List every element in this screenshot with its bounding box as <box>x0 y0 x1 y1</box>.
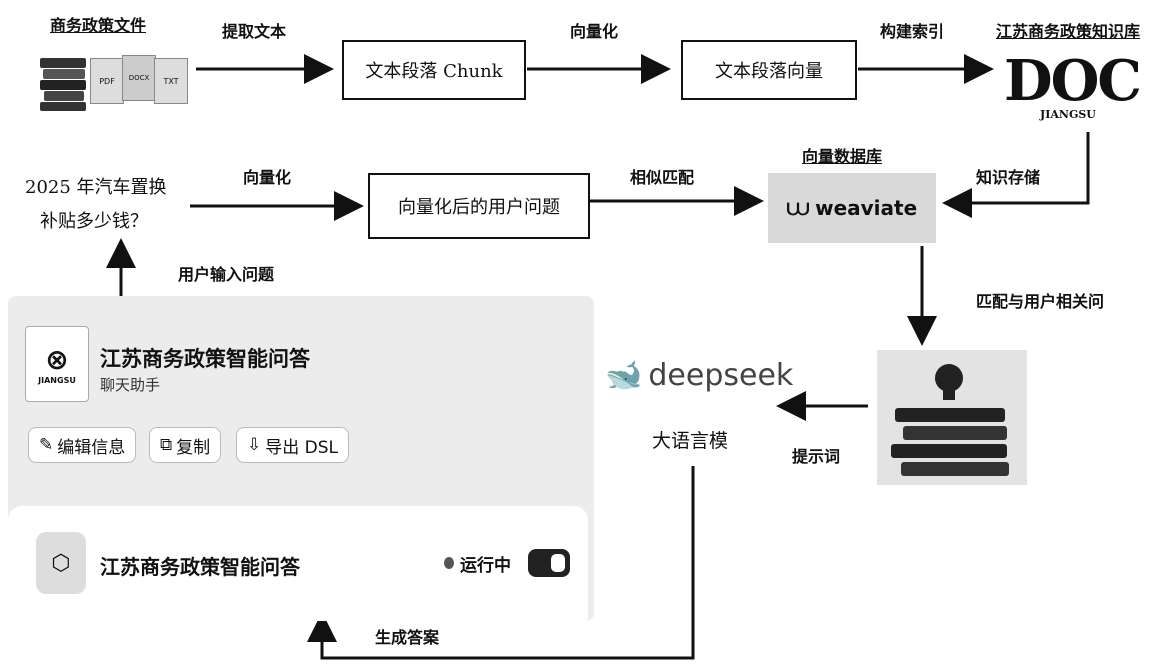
arrow-answer <box>307 466 695 660</box>
cube-icon: ⬡ <box>36 532 86 594</box>
llm-label: 大语言模 <box>652 430 729 452</box>
vector-box: 文本段落向量 <box>681 40 857 100</box>
question-line-2: 补贴多少钱？ <box>40 211 148 232</box>
step-relevant-label: 匹配与用户相关问 <box>976 292 1105 311</box>
doc-logo-sub: JIANGSU <box>1040 108 1096 121</box>
weaviate-icon: ⩊ <box>786 195 810 221</box>
deepseek-logo: 🐋 deepseek <box>605 358 793 393</box>
app-subtitle: 聊天助手 <box>100 376 161 394</box>
files-illustration <box>38 50 188 112</box>
pdf-file-icon: PDF <box>90 58 124 104</box>
export-label: 导出 DSL <box>265 437 339 458</box>
step-answer-label: 生成答案 <box>375 628 440 647</box>
status-text: 运行中 <box>460 556 511 576</box>
edit-info-button[interactable]: ✎ 编辑信息 <box>28 427 137 463</box>
edit-info-label: 编辑信息 <box>57 437 126 458</box>
copy-label: 复制 <box>176 437 211 458</box>
weaviate-box: ⩊ weaviate <box>768 173 936 243</box>
books-bulb-icon <box>891 364 1009 476</box>
user-input-label: 用户输入问题 <box>178 265 275 284</box>
deepseek-name: deepseek <box>648 358 794 393</box>
export-dsl-button[interactable]: ⇩ 导出 DSL <box>236 427 350 463</box>
status-dot <box>444 557 454 569</box>
app-logo: ⊗ JIANGSU <box>25 326 89 402</box>
step-store-label: 知识存储 <box>976 168 1041 187</box>
knowledge-base-label: 江苏商务政策知识库 <box>996 22 1141 41</box>
step-vectorize-2-label: 向量化 <box>243 168 292 187</box>
app-logo-icon: ⊗ <box>45 343 69 376</box>
app-card[interactable] <box>8 506 588 621</box>
step-index-label: 构建索引 <box>880 22 945 41</box>
docx-file-icon: DOCX <box>122 55 156 101</box>
card-title: 江苏商务政策智能问答 <box>100 555 300 579</box>
copy-button[interactable]: ⧉ 复制 <box>149 427 222 463</box>
books-icon <box>40 58 86 111</box>
weaviate-name: weaviate <box>815 196 918 220</box>
app-logo-sub: JIANGSU <box>38 376 76 385</box>
txt-file-icon: TXT <box>154 58 188 104</box>
vector-db-label: 向量数据库 <box>802 147 883 166</box>
query-box: 向量化后的用户问题 <box>368 173 590 239</box>
step-vectorize-1-label: 向量化 <box>570 22 619 41</box>
doc-logo: DOC <box>1004 48 1142 114</box>
copy-icon: ⧉ <box>160 435 173 455</box>
step-extract-label: 提取文本 <box>222 22 287 41</box>
step-match-label: 相似匹配 <box>630 168 695 187</box>
chunk-box: 文本段落 Chunk <box>342 40 526 100</box>
question-line-1: 2025 年汽车置换 <box>25 177 167 198</box>
run-toggle[interactable] <box>528 549 570 577</box>
whale-icon: 🐋 <box>605 358 643 393</box>
step-prompt-label: 提示词 <box>792 447 841 466</box>
export-icon: ⇩ <box>247 435 262 455</box>
source-files-label: 商务政策文件 <box>50 16 147 35</box>
edit-icon: ✎ <box>39 435 54 455</box>
prompt-illustration <box>877 350 1027 485</box>
app-title: 江苏商务政策智能问答 <box>100 347 310 371</box>
arrow-store <box>942 132 1090 218</box>
